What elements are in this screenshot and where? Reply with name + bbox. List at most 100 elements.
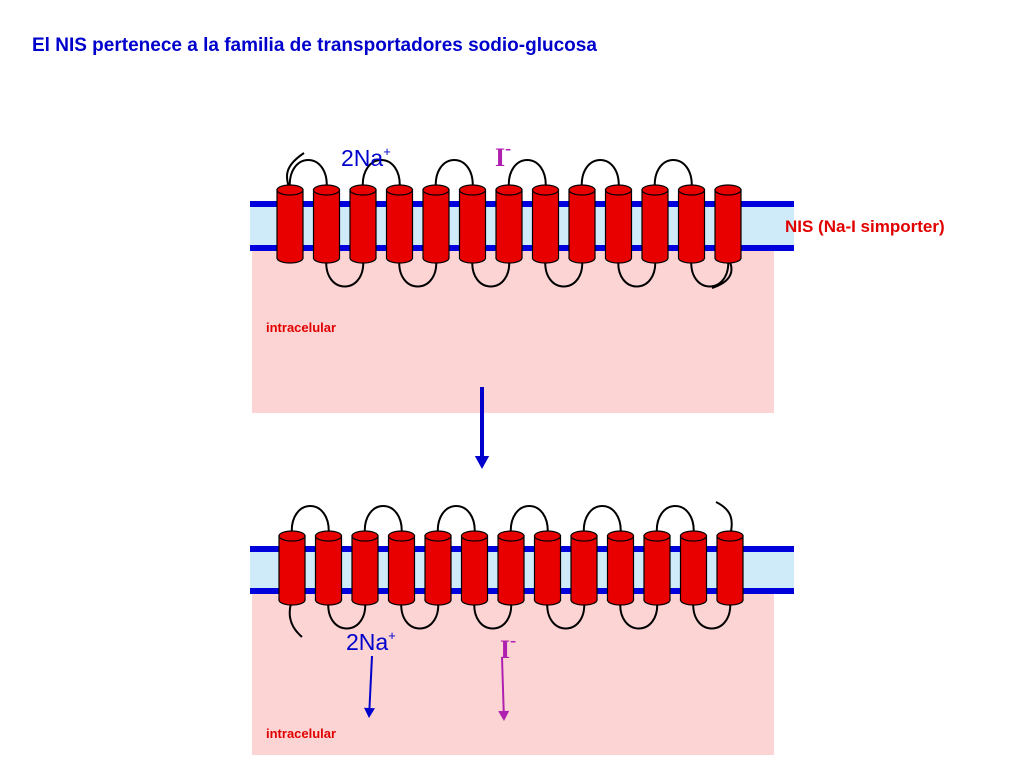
top-helix-9: [568, 184, 596, 264]
bottom-helix-top-cap: [278, 530, 306, 542]
bottom-sodium-text: 2Na: [346, 629, 389, 655]
top-helix-body: [385, 189, 414, 259]
top-helix-6: [458, 184, 487, 264]
bottom-loop-1: [290, 505, 330, 537]
bottom-loop-7: [509, 505, 549, 537]
top-loop-7: [507, 159, 547, 191]
bottom-helix-cap-join: [352, 594, 378, 600]
bottom-helix-body: [278, 535, 306, 601]
bottom-helix-cap-join: [717, 594, 743, 600]
top-helix-cap-join: [277, 252, 303, 258]
bottom-iodide-charge: -: [510, 630, 517, 650]
top-helix-top-cap: [312, 184, 341, 196]
top-loop-8: [544, 257, 584, 288]
top-helix-11: [641, 184, 669, 264]
bottom-helix-cap-join: [279, 594, 305, 600]
top-helix-cap-join: [569, 252, 595, 258]
bottom-iodide-text: I: [500, 635, 511, 664]
bottom-helix-12: [679, 530, 708, 606]
bottom-helix-cap-join: [316, 594, 341, 600]
bottom-helix-top-cap: [424, 530, 452, 542]
bottom-helix-body: [460, 535, 489, 601]
top-helix-body: [641, 189, 669, 259]
top-helix-top-cap: [495, 184, 523, 196]
bottom-helix-top-cap: [387, 530, 416, 542]
bottom-intracellular-label: intracelular: [266, 726, 337, 741]
top-helix-cap-join: [314, 252, 339, 258]
bottom-helix-top-cap: [460, 530, 489, 542]
top-helix-cap-join: [679, 252, 704, 258]
top-helix-body: [677, 189, 706, 259]
top-loop-6: [471, 257, 511, 288]
top-helix-cap-join: [606, 252, 631, 258]
bottom-loops: [288, 501, 733, 638]
bottom-helix-body: [314, 535, 343, 601]
top-helix-top-cap: [641, 184, 669, 196]
top-helix-cap-join: [533, 252, 558, 258]
bottom-loop-11: [655, 505, 695, 537]
top-helix-body: [604, 189, 633, 259]
bottom-helix-8: [533, 530, 562, 606]
transition-arrow: [474, 387, 490, 469]
top-helix-body: [422, 189, 450, 259]
bottom-helix-top-cap: [679, 530, 708, 542]
top-helix-top-cap: [568, 184, 596, 196]
bottom-helix-cap-join: [535, 594, 560, 600]
top-helix-body: [276, 189, 304, 259]
bottom-helix-top-cap: [570, 530, 598, 542]
top-helix-top-cap: [531, 184, 560, 196]
top-helix-body: [531, 189, 560, 259]
top-loop-10: [617, 257, 657, 288]
bottom-helix-10: [606, 530, 635, 606]
slide-title: El NIS pertenece a la familia de transpo…: [32, 35, 597, 56]
bottom-helix-7: [497, 530, 525, 606]
bottom-helix-body: [643, 535, 671, 601]
top-iodide-text: I: [495, 143, 506, 172]
bottom-helix-body: [570, 535, 598, 601]
top-iodide-label: I-: [495, 138, 511, 173]
bottom-helix-cap-join: [644, 594, 670, 600]
bottom-helix-body: [533, 535, 562, 601]
top-helix-cap-join: [423, 252, 449, 258]
top-helix-10: [604, 184, 633, 264]
top-loop-2: [325, 257, 365, 288]
top-intracellular-label: intracelular: [266, 320, 337, 335]
nis-protein-label: NIS (Na-I simporter): [785, 217, 945, 236]
bottom-helix-6: [460, 530, 489, 606]
top-helix-12: [677, 184, 706, 264]
bottom-iodide-label: I-: [500, 630, 516, 665]
bottom-loop-6: [473, 599, 513, 630]
sodium-entry-arrow: [363, 655, 375, 718]
bottom-loop-8: [546, 599, 586, 630]
bottom-helix-body: [351, 535, 379, 601]
iodide-entry-arrow: [498, 656, 510, 721]
top-helix-cap-join: [496, 252, 522, 258]
top-helix-13: [714, 184, 742, 264]
top-helix-body: [714, 189, 742, 259]
bottom-helix-body: [606, 535, 635, 601]
top-loop-1: [288, 159, 328, 191]
bottom-helix-cap-join: [571, 594, 597, 600]
top-helix-body: [495, 189, 523, 259]
bottom-helix-top-cap: [351, 530, 379, 542]
top-sodium-text: 2Na: [341, 145, 384, 171]
bottom-helix-2: [314, 530, 343, 606]
bottom-helix-3: [351, 530, 379, 606]
bottom-helix-body: [679, 535, 708, 601]
top-helix-5: [422, 184, 450, 264]
top-panel: [250, 152, 794, 413]
bottom-helix-11: [643, 530, 671, 606]
bottom-helix-top-cap: [314, 530, 343, 542]
top-helix-8: [531, 184, 560, 264]
arrows: [363, 387, 510, 721]
top-helix-body: [349, 189, 377, 259]
top-helix-4: [385, 184, 414, 264]
bottom-helix-body: [387, 535, 416, 601]
top-helix-cap-join: [387, 252, 412, 258]
top-helix-top-cap: [714, 184, 742, 196]
sodium-entry-arrow-head: [363, 707, 375, 718]
iodide-entry-arrow-head: [498, 710, 510, 721]
bottom-helix-cap-join: [462, 594, 487, 600]
bottom-helix-top-cap: [497, 530, 525, 542]
